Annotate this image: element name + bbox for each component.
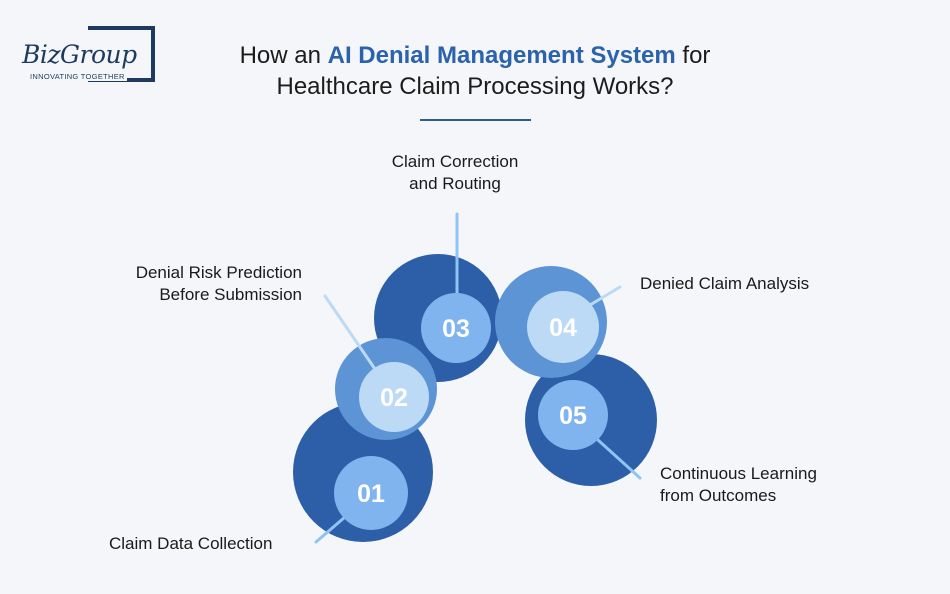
step-02-node: 02 bbox=[323, 294, 437, 440]
title-suffix: for bbox=[675, 42, 711, 69]
step-04-label: Denied Claim Analysis bbox=[640, 274, 810, 293]
step-02-number: 02 bbox=[380, 384, 408, 412]
title-highlight: AI Denial Management System bbox=[327, 42, 676, 69]
step-05-node: 05 bbox=[525, 354, 657, 486]
step-05-number: 05 bbox=[559, 402, 587, 430]
title-prefix: How an bbox=[239, 42, 328, 69]
bizgroup-logo: BizGroup INNOVATING TOGETHER bbox=[22, 26, 157, 84]
title-line2: Healthcare Claim Processing Works? bbox=[276, 73, 674, 100]
page-title: How an AI Denial Management System for H… bbox=[175, 40, 775, 102]
logo-tagline: INNOVATING TOGETHER bbox=[28, 72, 127, 81]
step-04-node: 04 bbox=[495, 266, 622, 378]
step-01-number: 01 bbox=[357, 480, 385, 508]
step-04-number: 04 bbox=[549, 314, 577, 342]
logo-wordmark: BizGroup bbox=[22, 40, 139, 69]
step-01-label: Claim Data Collection bbox=[109, 534, 273, 553]
title-underline bbox=[420, 119, 531, 121]
step-03-number: 03 bbox=[442, 315, 470, 343]
